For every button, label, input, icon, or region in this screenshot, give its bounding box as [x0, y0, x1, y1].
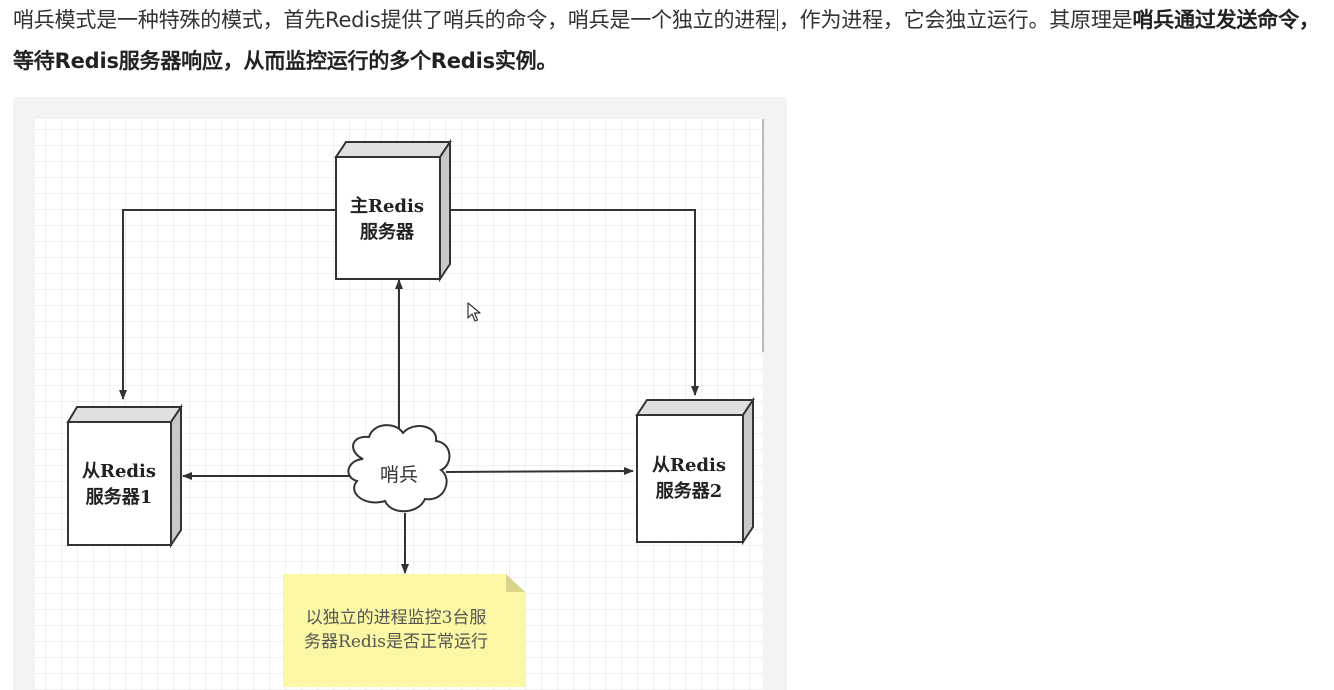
master-to-slave1-arrow	[119, 209, 336, 400]
sentinel-to-slave2-arrow	[445, 467, 634, 476]
master-server-label-2: 服务器	[360, 221, 415, 243]
note-box: 以独立的进程监控3台服 务器Redis是否正常运行	[283, 574, 525, 687]
mouse-cursor-icon	[467, 302, 481, 322]
slave2-server-label-2: 服务器2	[656, 480, 723, 502]
note-label-2: 务器Redis是否正常运行	[304, 632, 488, 652]
paragraph-bold-text: 哨兵通过发送命令，等待Redis服务器响应，从而监控运行的多个Redis实例。	[13, 8, 1320, 73]
description-paragraph: 哨兵模式是一种特殊的模式，首先Redis提供了哨兵的命令，哨兵是一个独立的进程，…	[13, 0, 1325, 82]
master-to-slave2-arrow	[450, 209, 699, 396]
master-server-label-1: 主Redis	[350, 195, 424, 217]
master-server-box: 主Redis 服务器	[334, 138, 452, 283]
slave1-server-label-2: 服务器1	[86, 486, 153, 508]
slave1-server-label-1: 从Redis	[82, 461, 156, 482]
text-caret	[776, 9, 778, 31]
sentinel-cloud: 哨兵	[347, 424, 451, 513]
slave2-server-label-1: 从Redis	[652, 455, 726, 476]
slave1-server-box: 从Redis 服务器1	[66, 403, 183, 549]
sentinel-label: 哨兵	[380, 464, 418, 486]
paragraph-text-2: ，作为进程，它会独立运行。其原理是	[778, 8, 1133, 32]
paragraph-text-1: 哨兵模式是一种特殊的模式，首先Redis提供了哨兵的命令，哨兵是一个独立的进程	[13, 8, 776, 32]
note-label-1: 以独立的进程监控3台服	[306, 608, 487, 628]
slave2-server-box: 从Redis 服务器2	[635, 396, 755, 546]
sentinel-diagram: 主Redis 服务器 从Redis 服务器1 从Redis 服务器2 哨兵	[35, 119, 764, 690]
sentinel-diagram-image: 主Redis 服务器 从Redis 服务器1 从Redis 服务器2 哨兵	[13, 97, 787, 690]
